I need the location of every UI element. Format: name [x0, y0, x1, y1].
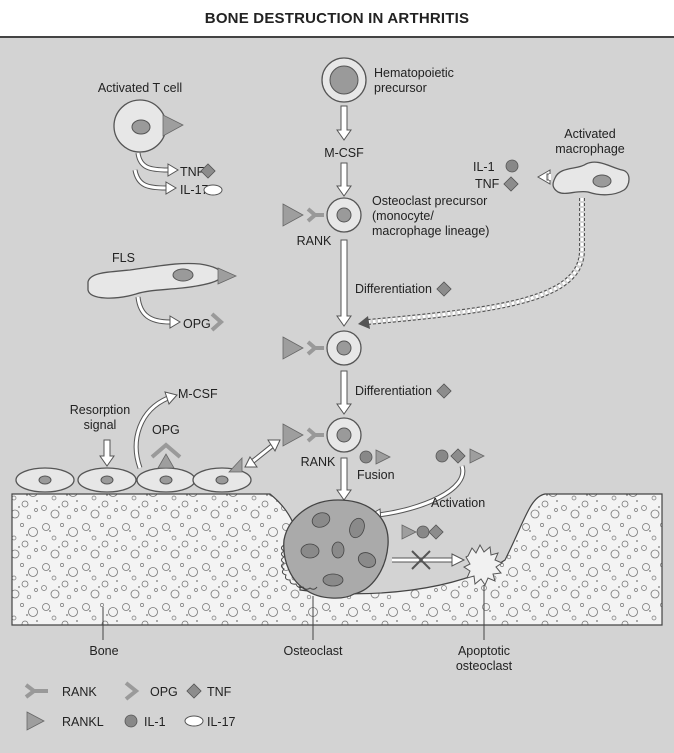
double-arrow-rankl-rank — [244, 439, 281, 468]
legend-rank-label: RANK — [62, 685, 97, 699]
arrow-precursor-differentiation — [336, 239, 352, 327]
arrow-hematopoietic-mcsf — [336, 105, 352, 141]
fusion-label: Fusion — [357, 468, 395, 482]
arrow-resorption-signal — [99, 439, 115, 467]
legend-opg-symbol — [124, 681, 140, 701]
lining-cells — [15, 453, 252, 493]
hematopoietic-precursor — [321, 57, 367, 103]
t-cell-tnf-diamond — [200, 163, 216, 179]
macrophage-tnf-label: TNF — [475, 177, 500, 191]
bone-label: Bone — [89, 644, 118, 658]
hematopoietic-label-2: precursor — [374, 81, 427, 95]
apoptotic-label-2: osteoclast — [456, 659, 513, 673]
lining-opg-symbol — [150, 442, 182, 459]
legend: RANK OPG TNF RANKL IL-1 IL-17 — [24, 681, 236, 731]
fls-opg-label: OPG — [183, 317, 211, 331]
activation-cytokines — [435, 448, 485, 464]
legend-il1-label: IL-1 — [144, 715, 166, 729]
hematopoietic-label-1: Hematopoietic — [374, 66, 454, 80]
differentiation-label-1: Differentiation — [355, 282, 432, 296]
legend-il17-label: IL-17 — [207, 715, 236, 729]
arrow-fusion-osteoclast — [336, 457, 352, 501]
t-cell-il17-label: IL-17 — [180, 183, 209, 197]
t-cell-curved-arrows — [132, 152, 179, 195]
legend-rank-symbol — [24, 683, 48, 699]
legend-opg-label: OPG — [150, 685, 178, 699]
t-cell-tnf-label: TNF — [180, 165, 205, 179]
legend-rankl-label: RANKL — [62, 715, 104, 729]
resorption-label-2: signal — [84, 418, 117, 432]
rank-label-2: RANK — [301, 455, 336, 469]
osteoclast-precursor-label-3: macrophage lineage) — [372, 224, 489, 238]
lining-mcsf-label: M-CSF — [178, 387, 218, 401]
arrow-mcsf-precursor — [336, 162, 352, 197]
activated-macrophage-label-2: macrophage — [555, 142, 625, 156]
fls-curved-arrow — [135, 296, 181, 329]
activated-t-cell — [113, 99, 184, 153]
activated-macrophage-label-1: Activated — [564, 127, 615, 141]
figure-title: BONE DESTRUCTION IN ARTHRITIS — [0, 0, 674, 38]
activated-macrophage — [552, 161, 630, 196]
differentiation-label-2: Differentiation — [355, 384, 432, 398]
fls-label: FLS — [112, 251, 135, 265]
activation-label: Activation — [431, 496, 485, 510]
resorption-label-1: Resorption — [70, 403, 130, 417]
legend-il1-symbol — [124, 714, 138, 728]
fls-cell — [87, 262, 237, 299]
mcsf-center-label: M-CSF — [324, 146, 364, 160]
lining-opg-label: OPG — [152, 423, 180, 437]
apoptotic-label-1: Apoptotic — [458, 644, 510, 658]
osteoclast-precursor-label-1: Osteoclast precursor — [372, 194, 487, 208]
differentiating-cell — [282, 330, 362, 366]
legend-il17-symbol — [184, 715, 204, 727]
fusion-il1-dot — [359, 450, 373, 464]
arrow-macrophage-cytokines — [537, 169, 551, 185]
differentiation-2-tnf-diamond — [436, 383, 452, 399]
osteoclast-precursor — [282, 197, 362, 233]
arrow-cell-differentiation — [336, 370, 352, 415]
osteoclast-label: Osteoclast — [283, 644, 343, 658]
apoptotic-osteoclast — [463, 543, 504, 587]
macrophage-il1-dot — [505, 159, 519, 173]
osteoclast — [281, 499, 389, 599]
macrophage-il1-label: IL-1 — [473, 160, 495, 174]
apoptosis-cytokines — [401, 524, 444, 540]
fls-opg-symbol — [210, 312, 225, 332]
blocked-arrow-apoptosis — [392, 550, 466, 570]
macrophage-tnf-diamond — [503, 176, 519, 192]
rank-label-1: RANK — [297, 234, 332, 248]
osteoclast-precursor-label-2: (monocyte/ — [372, 209, 434, 223]
t-cell-il17-ellipse — [203, 184, 223, 196]
differentiation-1-tnf-diamond — [436, 281, 452, 297]
fusion-rankl-triangle — [375, 449, 391, 465]
legend-rankl-symbol — [26, 711, 45, 731]
mature-precursor-cell — [282, 417, 362, 453]
activated-t-cell-label: Activated T cell — [98, 81, 182, 95]
legend-tnf-symbol — [186, 683, 202, 699]
legend-tnf-label: TNF — [207, 685, 232, 699]
